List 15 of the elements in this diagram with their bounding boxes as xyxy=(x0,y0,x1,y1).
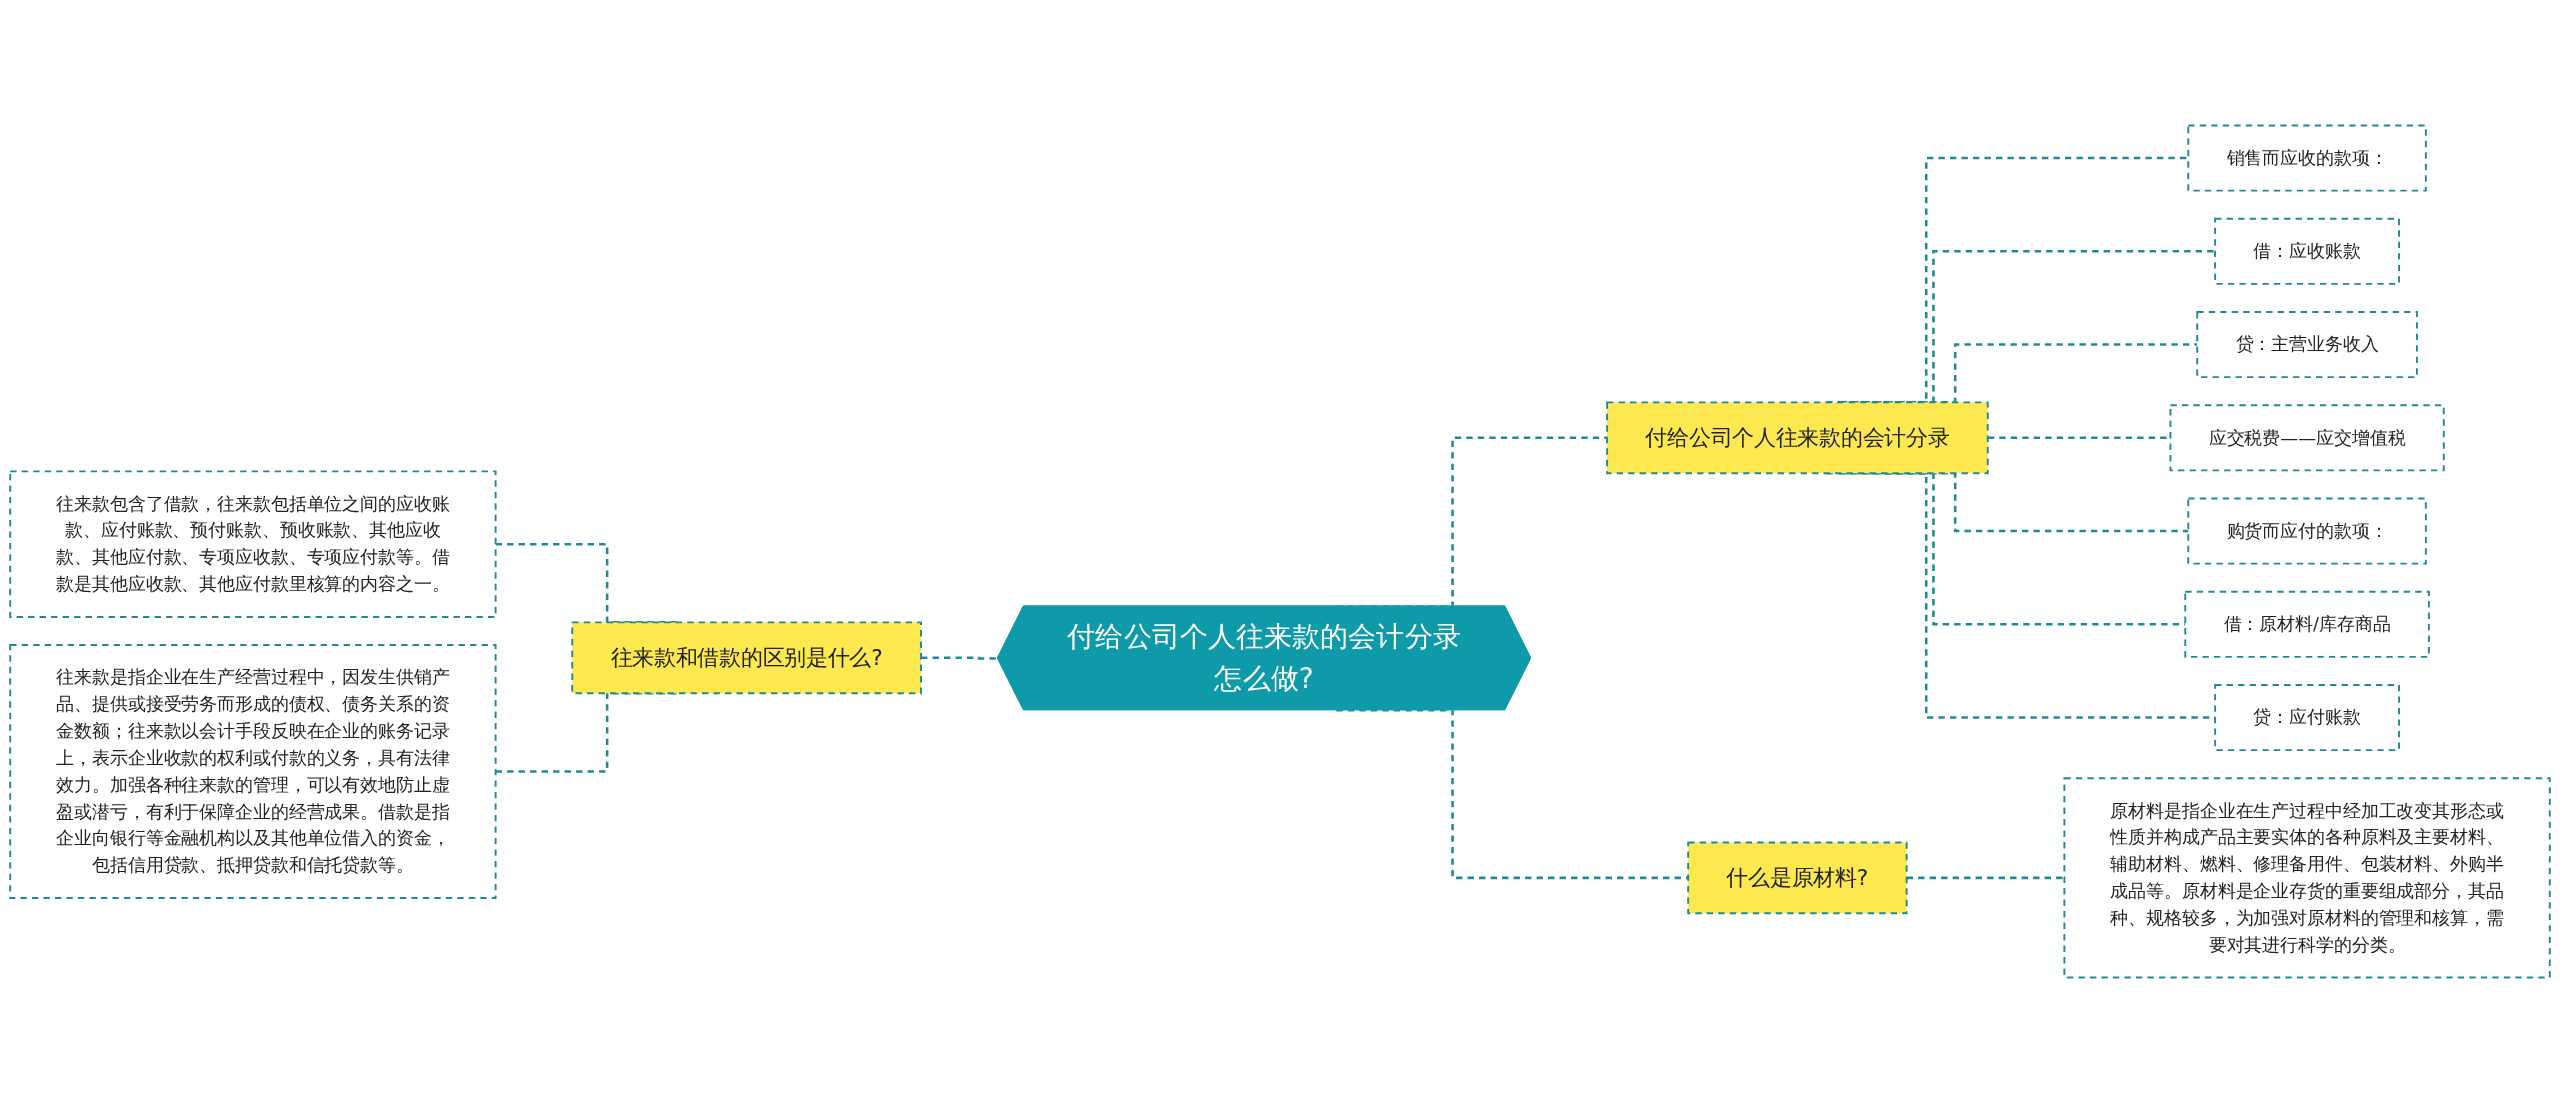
node-box: 购货而应付的款项： xyxy=(2187,497,2427,565)
node-box: 原材料是指企业在生产过程中经加工改变其形态或性质并构成产品主要实体的各种原料及主要材料、辅助材料、燃料、修理备用件、包装材料、外购半成品等。原材料是企业存货的重要组成部分，其品种、规格较多，为加强对原材料的管理和核算，需要对其进行科学的分类。 xyxy=(2063,777,2551,979)
node-box: 借：原材料/库存商品 xyxy=(2184,590,2430,658)
node-box: 贷：应付账款 xyxy=(2214,684,2400,752)
node-box: 应交税费——应交增值税 xyxy=(2169,404,2445,472)
node-box: 贷：主营业务收入 xyxy=(2196,311,2418,379)
node-box: 借：应收账款 xyxy=(2214,217,2400,285)
node-box: 往来款是指企业在生产经营过程中，因发生供销产品、提供或接受劳务而形成的债权、债务关系的资金数额；往来款以会计手段反映在企业的账务记录上，表示企业收款的权利或付款的义务，具有法律效力。加强各种往来款的管理，可以有效地防止虚盈或潜亏，有利于保障企业的经营成果。借款是指企业向银行等金融机构以及其他单位借入的资金，包括信用贷款、抵押贷款和信托贷款等。 xyxy=(9,644,497,899)
node-box: 销售而应收的款项： xyxy=(2187,124,2427,192)
node-box: 往来款包含了借款，往来款包括单位之间的应收账款、应付账款、预付账款、预收账款、其他应收款、其他应付款、专项应收款、专项应付款等。借款是其他应收款、其他应付款里核算的内容之一。 xyxy=(9,470,497,618)
connector xyxy=(1906,876,2065,880)
node-box: 什么是原材料? xyxy=(1687,841,1908,915)
connector xyxy=(921,656,999,660)
node-box: 往来款和借款的区别是什么? xyxy=(571,621,922,695)
node-box: 付给公司个人往来款的会计分录 xyxy=(1606,401,1989,475)
